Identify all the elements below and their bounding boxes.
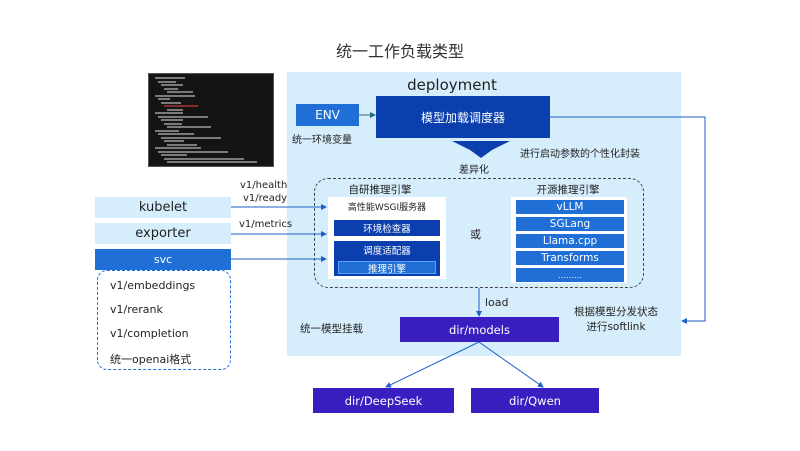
- terminal-line: [158, 98, 170, 100]
- models-dir-label: dir/models: [449, 322, 510, 337]
- models-dir-box[interactable]: dir/models: [400, 317, 559, 342]
- model-loader-scheduler-box[interactable]: 模型加载调度器: [376, 96, 550, 138]
- health-edge-label: v1/health: [240, 180, 288, 191]
- terminal-line: [164, 157, 244, 160]
- or-label: 或: [470, 228, 481, 241]
- metrics-edge-label: v1/metrics: [239, 219, 293, 230]
- env-checker-label: 环境检查器: [363, 224, 411, 235]
- self-engine-title: 自研推理引擎: [348, 184, 412, 196]
- terminal-line: [167, 161, 257, 163]
- terminal-line: [167, 108, 183, 111]
- diagram-title: 统一工作负载类型: [335, 42, 464, 61]
- api-item: 统一openai格式: [110, 353, 192, 366]
- loader-label: 模型加载调度器: [420, 110, 505, 125]
- deepseek-dir-box[interactable]: dir/DeepSeek: [313, 388, 454, 413]
- env-checker-box[interactable]: 环境检查器: [334, 220, 440, 236]
- env-box[interactable]: ENV: [296, 104, 359, 126]
- api-item: v1/embeddings: [110, 279, 196, 292]
- terminal-line: [161, 136, 221, 139]
- mount-caption: 统一模型挂载: [300, 323, 363, 335]
- ready-edge-label: v1/ready: [243, 193, 288, 204]
- terminal-screenshot-thumbnail: [148, 73, 274, 167]
- customization-note: 进行启动参数的个性化封装: [520, 149, 640, 160]
- svc-label: svc: [153, 253, 173, 266]
- engine-item-label: vLLM: [556, 201, 584, 213]
- terminal-line: [155, 147, 201, 149]
- terminal-line: [164, 122, 182, 125]
- terminal-line: [161, 119, 183, 121]
- softlink-note: 根据模型分发状态 进行softlink: [566, 305, 666, 335]
- api-item: v1/completion: [110, 327, 189, 340]
- svc-box[interactable]: svc: [95, 249, 231, 270]
- terminal-line: [164, 87, 178, 90]
- kubelet-box[interactable]: kubelet: [95, 197, 231, 218]
- terminal-line: [167, 126, 211, 128]
- engine-item-label: Transforms: [541, 252, 599, 264]
- load-edge-label: load: [485, 296, 509, 309]
- terminal-line: [158, 150, 228, 153]
- engine-item[interactable]: Transforms: [516, 251, 624, 265]
- engine-item[interactable]: SGLang: [516, 217, 624, 231]
- inference-engine-box[interactable]: 推理引擎: [338, 261, 436, 275]
- engine-item[interactable]: Llama.cpp: [516, 234, 624, 248]
- terminal-line: [158, 115, 208, 118]
- api-list-box: [97, 270, 231, 370]
- terminal-line: [155, 77, 185, 79]
- qwen-dir-label: dir/Qwen: [509, 393, 561, 408]
- terminal-line: [161, 84, 183, 86]
- terminal-line: [158, 133, 194, 135]
- terminal-line: [158, 80, 176, 83]
- engine-item[interactable]: vLLM: [516, 200, 624, 214]
- engine-item[interactable]: ………: [516, 268, 624, 282]
- engine-item-label: Llama.cpp: [542, 235, 598, 247]
- engine-item-label: SGLang: [549, 218, 591, 230]
- env-label: ENV: [315, 108, 340, 122]
- terminal-line: [164, 105, 198, 107]
- terminal-line: [161, 154, 187, 156]
- terminal-line: [155, 112, 183, 114]
- terminal-line: [161, 101, 181, 104]
- terminal-line: [164, 140, 184, 142]
- exporter-label: exporter: [135, 226, 191, 241]
- exporter-box[interactable]: exporter: [95, 223, 231, 244]
- open-engine-title: 开源推理引擎: [536, 184, 600, 196]
- qwen-dir-box[interactable]: dir/Qwen: [471, 388, 599, 413]
- deployment-label: deployment: [407, 76, 497, 94]
- env-caption: 统一环境变量: [292, 135, 352, 146]
- softlink-line1: 根据模型分发状态: [574, 306, 658, 318]
- terminal-line: [155, 129, 179, 132]
- deepseek-dir-label: dir/DeepSeek: [344, 393, 423, 408]
- terminal-line: [167, 91, 193, 93]
- diff-label: 差异化: [459, 165, 489, 176]
- kubelet-label: kubelet: [138, 200, 188, 215]
- api-item: v1/rerank: [110, 303, 163, 316]
- inference-engine-label: 推理引擎: [367, 263, 406, 275]
- engine-item-label: ………: [558, 270, 582, 280]
- softlink-line2: 进行softlink: [586, 321, 646, 333]
- terminal-line: [167, 143, 197, 146]
- terminal-line: [155, 94, 195, 97]
- scheduler-adapter-label: 调度适配器: [363, 246, 411, 257]
- wsgi-server-label: 高性能WSGI服务器: [347, 203, 427, 213]
